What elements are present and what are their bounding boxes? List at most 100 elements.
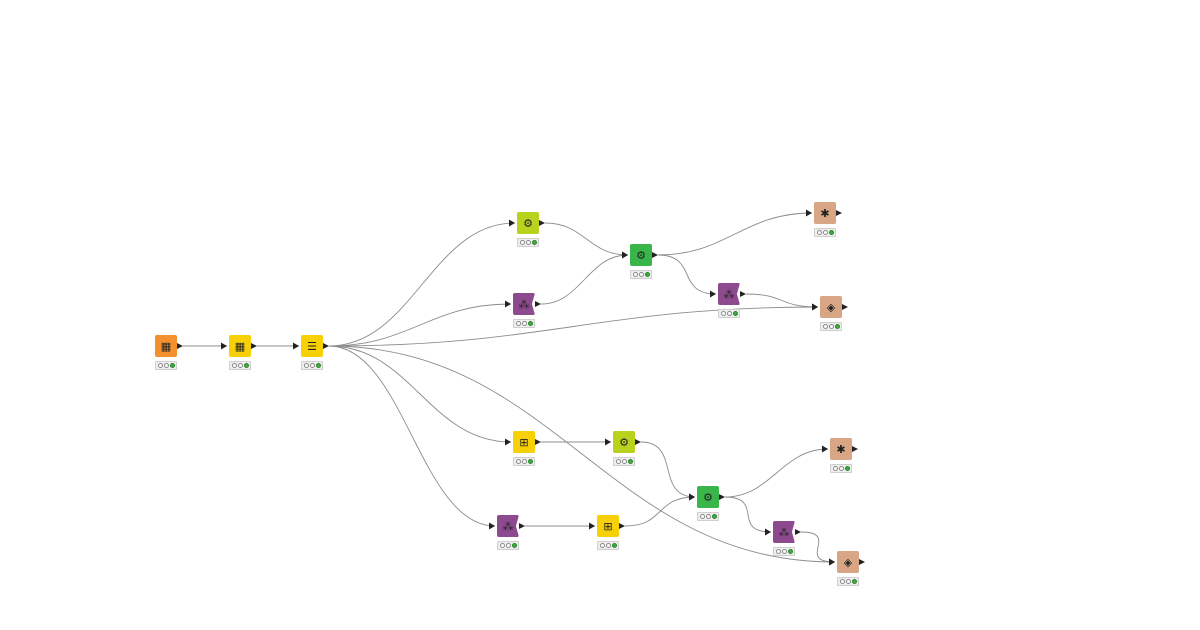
output-port[interactable] [719, 493, 725, 500]
node-status-traffic-light [517, 238, 539, 247]
connection-n3-n4[interactable] [328, 222, 516, 347]
input-port[interactable] [689, 493, 695, 501]
input-port[interactable] [765, 528, 771, 536]
status-light [163, 363, 169, 368]
partitioning-icon: ☰ [307, 339, 317, 353]
transform-icon: ⊞ [603, 519, 613, 533]
workflow-node-visualizer[interactable]: ◈ [820, 296, 848, 318]
connection-n5-n6[interactable] [540, 254, 629, 305]
input-port[interactable] [622, 251, 628, 259]
input-port[interactable] [605, 438, 611, 446]
input-port[interactable] [806, 209, 812, 217]
output-port[interactable] [535, 438, 541, 445]
connection-n15-n16[interactable] [724, 496, 772, 533]
input-port[interactable] [812, 303, 818, 311]
status-light [638, 272, 644, 277]
output-port[interactable] [635, 438, 641, 445]
workflow-node-manipulator[interactable]: ⊞ [597, 515, 625, 537]
connection-n4-n6[interactable] [544, 222, 629, 256]
connection-n3-n13[interactable] [328, 345, 496, 527]
node-status-traffic-light [597, 541, 619, 550]
status-light [519, 240, 525, 245]
status-light [599, 543, 605, 548]
workflow-node-manipulator[interactable]: ☰ [301, 335, 329, 357]
status-light [822, 230, 828, 235]
status-light [157, 363, 163, 368]
workflow-node-visualizer[interactable]: ✱ [814, 202, 842, 224]
status-light-executed [527, 321, 533, 326]
workflow-node-scorer[interactable]: ⁂ [497, 515, 525, 537]
output-port[interactable] [852, 445, 858, 452]
node-status-traffic-light [513, 319, 535, 328]
input-port[interactable] [505, 300, 511, 308]
model-view-icon: ✱ [820, 206, 830, 220]
node-status-traffic-light [837, 577, 859, 586]
connection-n6-n8[interactable] [657, 254, 717, 295]
output-port[interactable] [539, 219, 545, 226]
workflow-node-visualizer[interactable]: ✱ [830, 438, 858, 460]
status-light [515, 321, 521, 326]
connection-n14-n15[interactable] [624, 496, 696, 527]
workflow-node-manipulator[interactable]: ▦ [229, 335, 257, 357]
workflow-node-scorer[interactable]: ⁂ [513, 293, 541, 315]
status-light [499, 543, 505, 548]
output-port[interactable] [859, 558, 865, 565]
status-light [822, 324, 828, 329]
input-port[interactable] [221, 342, 227, 350]
output-port[interactable] [836, 209, 842, 216]
output-port[interactable] [740, 290, 746, 297]
connection-n3-n5[interactable] [328, 303, 512, 347]
status-light [828, 324, 834, 329]
input-port[interactable] [505, 438, 511, 446]
node-body [517, 212, 539, 234]
connection-n11-n15[interactable] [640, 441, 696, 498]
connection-n3-n17[interactable] [328, 345, 836, 563]
input-port[interactable] [509, 219, 515, 227]
workflow-node-predictor[interactable]: ⚙ [630, 244, 658, 266]
output-port[interactable] [519, 522, 525, 529]
node-body [773, 521, 795, 543]
status-light [832, 466, 838, 471]
output-port[interactable] [795, 528, 801, 535]
workflow-node-visualizer[interactable]: ◈ [837, 551, 865, 573]
workflow-node-manipulator[interactable]: ⊞ [513, 431, 541, 453]
status-light-executed [511, 543, 517, 548]
output-port[interactable] [842, 303, 848, 310]
connection-n8-n9[interactable] [745, 293, 819, 308]
connection-n6-n7[interactable] [657, 212, 813, 256]
output-port[interactable] [619, 522, 625, 529]
workflow-node-scorer[interactable]: ⁂ [718, 283, 746, 305]
status-light-executed [828, 230, 834, 235]
output-port[interactable] [535, 300, 541, 307]
input-port[interactable] [822, 445, 828, 453]
status-light [839, 579, 845, 584]
workflow-node-reader[interactable]: ▦ [155, 335, 183, 357]
status-light [605, 543, 611, 548]
output-port[interactable] [652, 251, 658, 258]
model-view-icon: ✱ [836, 442, 846, 456]
workflow-node-scorer[interactable]: ⁂ [773, 521, 801, 543]
workflow-node-predictor[interactable]: ⚙ [697, 486, 725, 508]
input-port[interactable] [710, 290, 716, 298]
output-port[interactable] [177, 342, 183, 349]
node-body [814, 202, 836, 224]
connection-n3-n10[interactable] [328, 345, 512, 443]
output-port[interactable] [323, 342, 329, 349]
status-light-executed [787, 549, 793, 554]
node-body [155, 335, 177, 357]
workflow-node-learner[interactable]: ⚙ [517, 212, 545, 234]
status-light [845, 579, 851, 584]
node-status-traffic-light [497, 541, 519, 550]
status-light [705, 514, 711, 519]
connection-n15-n12[interactable] [724, 448, 829, 498]
input-port[interactable] [829, 558, 835, 566]
workflow-node-learner[interactable]: ⚙ [613, 431, 641, 453]
connection-n3-n9[interactable] [328, 306, 819, 347]
input-port[interactable] [589, 522, 595, 530]
learner-icon: ⚙ [523, 216, 533, 230]
input-port[interactable] [293, 342, 299, 350]
connection-n16-n17[interactable] [800, 531, 836, 563]
input-port[interactable] [489, 522, 495, 530]
output-port[interactable] [251, 342, 257, 349]
